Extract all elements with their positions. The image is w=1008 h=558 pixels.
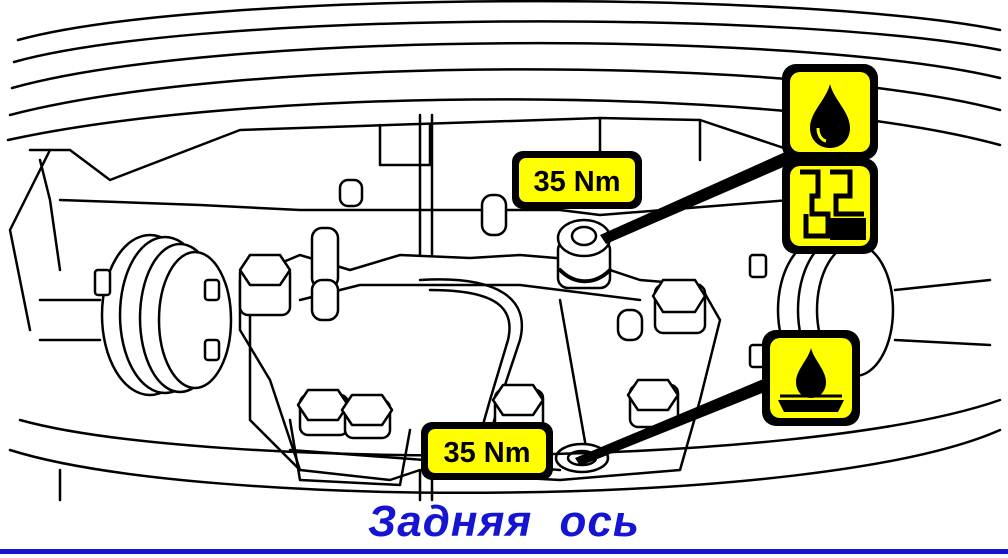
pointer-fill-plug <box>600 140 818 244</box>
bottom-rule <box>0 549 1008 554</box>
oil-drain-icon <box>762 330 860 426</box>
stud <box>338 178 364 208</box>
stud <box>310 226 340 322</box>
bolt <box>626 378 680 429</box>
housing-bolts <box>238 178 707 440</box>
bolt <box>296 388 350 437</box>
stud <box>616 308 644 342</box>
torque-label-lower: 35 Nm <box>421 422 553 480</box>
bolt <box>491 383 545 432</box>
left-drive-flange <box>38 233 233 397</box>
oil-drop-icon <box>782 64 878 160</box>
fill-level-icon <box>782 158 878 254</box>
bolt <box>238 253 292 317</box>
callout-pointers <box>575 140 818 466</box>
pointer-drain-plug <box>575 372 785 466</box>
torque-value-lower: 35 Nm <box>443 437 530 469</box>
bolt <box>340 393 394 440</box>
bolt <box>651 278 707 335</box>
fill-plug <box>556 218 612 290</box>
torque-value-upper: 35 Nm <box>533 166 620 198</box>
car-body-outline <box>6 0 1002 332</box>
mounting-bracket <box>288 418 412 487</box>
stud <box>480 193 508 237</box>
diagram-caption: Задняя ось <box>367 497 641 546</box>
torque-label-upper: 35 Nm <box>512 151 642 209</box>
